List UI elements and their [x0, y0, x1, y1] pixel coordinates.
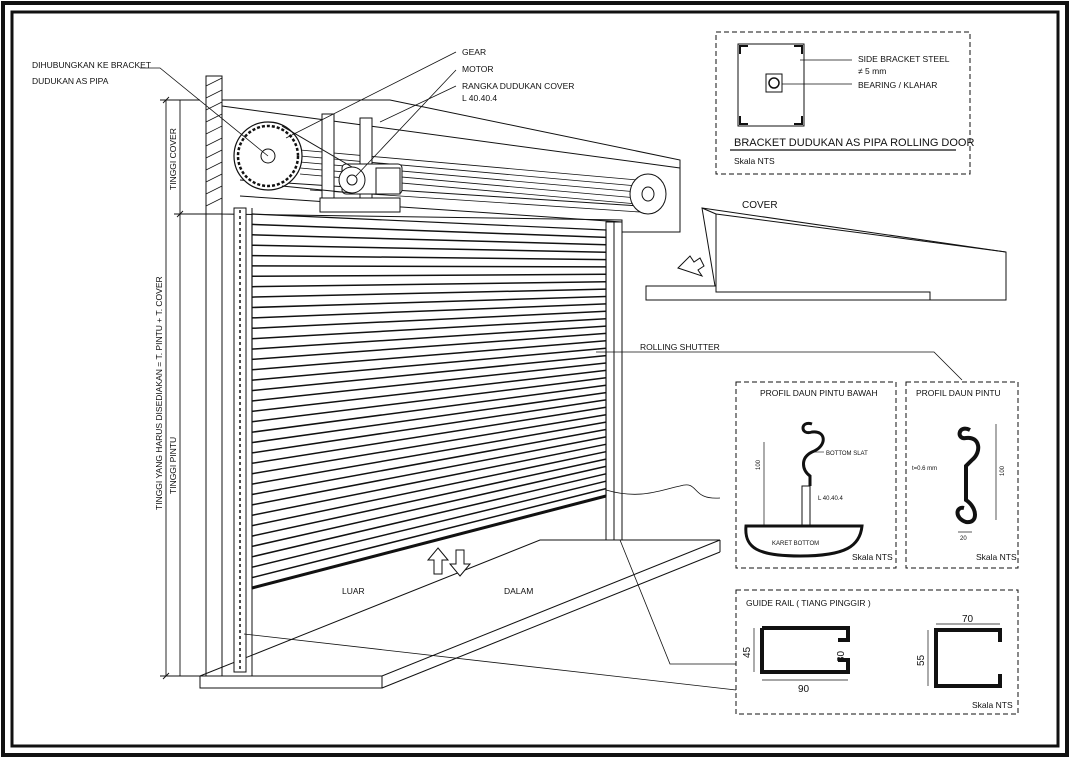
- label-bearing: BEARING / KLAHAR: [858, 80, 937, 90]
- rolling-shutter-curtain: [251, 213, 607, 589]
- shutter-slat-line: [251, 347, 607, 381]
- height-dimensions: [160, 96, 206, 680]
- shutter-slat-line: [251, 480, 607, 568]
- shutter-slat-line: [251, 280, 607, 288]
- label-bottom-height: 100: [756, 459, 762, 470]
- label-rail-a-inner: 30: [836, 650, 847, 662]
- shutter-slat-line: [251, 399, 607, 454]
- shutter-slat-line: [251, 384, 607, 433]
- label-slat-width: 20: [960, 536, 967, 542]
- shutter-slat-line: [251, 340, 607, 371]
- label-rail-b-width: 70: [962, 614, 974, 625]
- label-bottom-slat: BOTTOM SLAT: [826, 451, 868, 457]
- label-bracket-thickness: ≠ 5 mm: [858, 66, 886, 76]
- label-cover: COVER: [742, 200, 778, 211]
- shutter-slat-line: [251, 436, 607, 506]
- label-tinggi-pintu: TINGGI PINTU: [168, 437, 178, 494]
- label-slat-height: 100: [1000, 465, 1006, 476]
- shutter-slat-line: [251, 428, 607, 496]
- profile-slat-scale: Skala NTS: [976, 552, 1017, 562]
- label-rail-a-height: 45: [742, 646, 753, 658]
- label-tinggi-cover: TINGGI COVER: [168, 128, 178, 190]
- shutter-slat-line: [251, 265, 607, 268]
- shutter-slat-line: [251, 254, 607, 261]
- shutter-slat-line: [251, 303, 607, 319]
- label-gear: GEAR: [462, 47, 486, 57]
- label-rolling-shutter: ROLLING SHUTTER: [640, 342, 720, 352]
- profile-slat-title: PROFIL DAUN PINTU: [916, 388, 1001, 398]
- shutter-slat-line: [251, 288, 607, 298]
- shutter-slat-line: [251, 443, 607, 517]
- label-slat-thickness: t=0.6 mm: [912, 466, 937, 472]
- guide-rail-scale: Skala NTS: [972, 700, 1013, 710]
- label-frame-2: L 40.40.4: [462, 93, 497, 103]
- shutter-slat-line: [251, 223, 607, 239]
- shutter-slat-line: [251, 473, 607, 558]
- shutter-slat-line: [251, 332, 607, 361]
- shutter-slat-line: [251, 391, 607, 444]
- shutter-slat-line: [251, 369, 607, 413]
- bottom-slat-profile: [801, 421, 825, 486]
- shutter-slat-line: [251, 310, 607, 330]
- label-karet-bottom: KARET BOTTOM: [772, 541, 819, 547]
- shutter-slat-line: [251, 325, 607, 350]
- shutter-slat-line: [251, 406, 607, 465]
- bracket-detail-box: [715, 31, 971, 175]
- cover-pointer-arrow-icon: [677, 255, 705, 277]
- shutter-slat-line: [251, 244, 607, 253]
- shutter-slat-line: [251, 295, 607, 309]
- guide-rail-box: [735, 589, 1019, 715]
- profile-bottom-title: PROFIL DAUN PINTU BAWAH: [760, 388, 878, 398]
- label-rail-a-width: 90: [798, 684, 810, 695]
- label-side-bracket: SIDE BRACKET STEEL: [858, 54, 950, 64]
- bracket-detail-title: BRACKET DUDUKAN AS PIPA ROLLING DOOR: [734, 137, 974, 149]
- label-tinggi-total: TINGGI YANG HARUS DISEDIAKAN = T. PINTU …: [154, 276, 164, 510]
- shutter-slats: [251, 223, 607, 579]
- profile-bottom-scale: Skala NTS: [852, 552, 893, 562]
- label-bracket-link-2: DUDUKAN AS PIPA: [32, 76, 109, 86]
- label-dalam: DALAM: [504, 586, 533, 596]
- leader-lines: [140, 51, 963, 691]
- bracket-detail-scale: Skala NTS: [734, 156, 775, 166]
- up-down-arrows-icon: [426, 547, 472, 577]
- shutter-slat-line: [251, 362, 607, 402]
- shutter-slat-line: [251, 273, 607, 278]
- guide-rail-title: GUIDE RAIL ( TIANG PINGGIR ): [746, 598, 871, 608]
- slat-profile: [955, 426, 981, 525]
- shutter-slat-line: [251, 458, 607, 537]
- shutter-slat-line: [251, 421, 607, 485]
- label-angle: L 40.40.4: [818, 496, 843, 502]
- labels: DIHUBUNGKAN KE BRACKET DUDUKAN AS PIPA G…: [32, 47, 1017, 710]
- label-bracket-link-1: DIHUBUNGKAN KE BRACKET: [32, 60, 151, 70]
- shutter-slat-line: [251, 377, 607, 423]
- bearing-icon: [768, 77, 780, 89]
- guide-rail-a-profile: [760, 626, 850, 674]
- label-rail-b-height: 55: [916, 654, 927, 666]
- label-motor: MOTOR: [462, 64, 493, 74]
- shutter-slat-line: [251, 354, 607, 392]
- shutter-slat-line: [251, 413, 607, 475]
- shutter-slat-line: [251, 450, 607, 527]
- label-luar: LUAR: [342, 586, 365, 596]
- label-frame-1: RANGKA DUDUKAN COVER: [462, 81, 574, 91]
- profile-slat-box: [905, 381, 1019, 569]
- shutter-slat-line: [251, 317, 607, 340]
- main-door-view: [199, 75, 721, 689]
- shutter-slat-line: [251, 487, 607, 579]
- cover-detail: [645, 207, 1007, 301]
- shutter-slat-line: [251, 465, 607, 548]
- guide-rail-b-profile: [934, 628, 1002, 688]
- profile-bottom-box: [735, 381, 897, 569]
- shutter-slat-line: [251, 234, 607, 246]
